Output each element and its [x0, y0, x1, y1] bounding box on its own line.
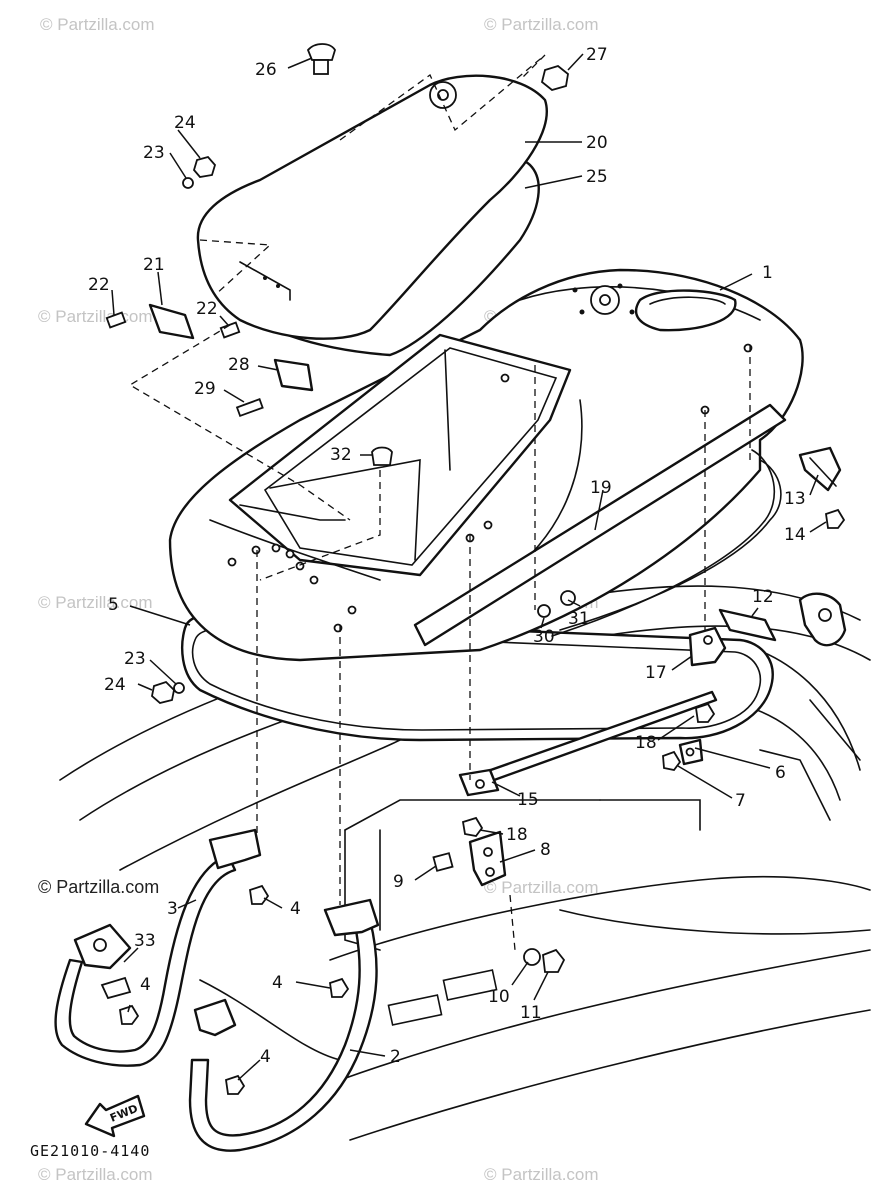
callout-6: 6 — [775, 763, 786, 783]
callout-23-top: 23 — [143, 143, 165, 163]
grab-handles — [54, 828, 380, 1152]
callout-12: 12 — [752, 587, 774, 607]
callout-3: 3 — [167, 899, 178, 919]
callout-11: 11 — [520, 1003, 542, 1023]
callout-18-right: 18 — [635, 733, 657, 753]
callout-23-mid: 23 — [124, 649, 146, 669]
callout-4-b: 4 — [272, 973, 283, 993]
watermark-bottom-right: © Partzilla.com — [484, 1165, 599, 1184]
drawing-code: GE21010-4140 — [30, 1142, 150, 1160]
fwd-arrow: FWD — [84, 1094, 146, 1138]
callout-1: 1 — [762, 263, 773, 283]
callout-13: 13 — [784, 489, 806, 509]
watermark-top-left: © Partzilla.com — [40, 15, 155, 34]
callout-20: 20 — [586, 133, 608, 153]
latch-parts — [718, 446, 847, 647]
callout-19: 19 — [590, 478, 612, 498]
callout-4-c: 4 — [140, 975, 151, 995]
callout-18-mid: 18 — [506, 825, 528, 845]
callout-24-top: 24 — [174, 113, 196, 133]
callout-26: 26 — [255, 60, 277, 80]
callout-10: 10 — [488, 987, 510, 1007]
callout-22-left: 22 — [88, 275, 110, 295]
callout-8: 8 — [540, 840, 551, 860]
callout-21: 21 — [143, 255, 165, 275]
weatherstrip-19 — [413, 403, 787, 647]
watermark-lower-left: © Partzilla.com — [38, 877, 159, 897]
watermark-center-left: © Partzilla.com — [38, 593, 153, 612]
watermark-top-right: © Partzilla.com — [484, 15, 599, 34]
leader-lines — [111, 53, 827, 1081]
engine-hood-1 — [168, 268, 804, 662]
callout-2: 2 — [390, 1047, 401, 1067]
callout-32: 32 — [330, 445, 352, 465]
callout-5: 5 — [108, 595, 119, 615]
watermark-mid-left: © Partzilla.com — [38, 307, 153, 326]
callout-15: 15 — [517, 790, 539, 810]
callout-30: 30 — [533, 627, 555, 647]
watermark-bottom-left: © Partzilla.com — [38, 1165, 153, 1184]
callout-4-a: 4 — [290, 899, 301, 919]
callout-14: 14 — [784, 525, 806, 545]
callout-31: 31 — [568, 609, 590, 629]
callout-4-d: 4 — [260, 1047, 271, 1067]
hinge-assembly — [458, 626, 727, 887]
callout-29: 29 — [194, 379, 216, 399]
callout-9: 9 — [393, 872, 404, 892]
callout-24-mid: 24 — [104, 675, 126, 695]
callout-22-right: 22 — [196, 299, 218, 319]
watermark-lower-right: © Partzilla.com — [484, 878, 599, 897]
callout-17: 17 — [645, 663, 667, 683]
forward-arrow-icon — [84, 1094, 146, 1138]
callout-27: 27 — [586, 45, 608, 65]
callout-labels: 26 27 20 25 1 24 23 21 22 22 28 29 32 19… — [88, 45, 806, 1067]
callout-28: 28 — [228, 355, 250, 375]
callout-33: 33 — [134, 931, 156, 951]
alignment-lines — [128, 54, 751, 951]
callout-7: 7 — [735, 791, 746, 811]
callout-25: 25 — [586, 167, 608, 187]
fasteners — [100, 43, 846, 1095]
